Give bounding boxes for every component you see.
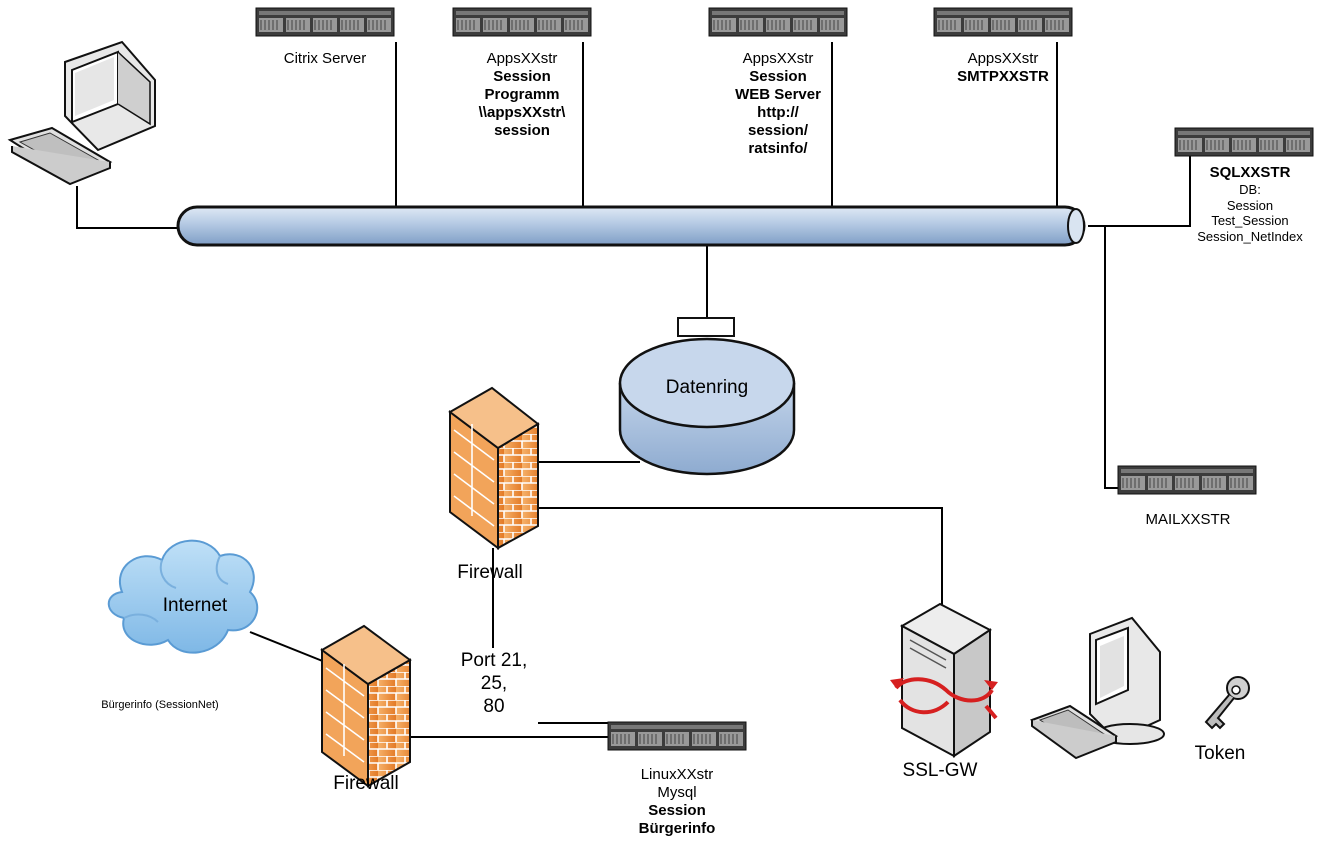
apps-web-server-label: AppsXXstr Session WEB Server http:// ses… <box>735 50 821 157</box>
connection-lines <box>76 42 1191 738</box>
linux-server-label: LinuxXXstr Mysql Session Bürgerinfo <box>638 766 716 837</box>
ssl-gateway-label: SSL-GW <box>902 760 978 781</box>
ssl-gateway-icon <box>890 602 998 758</box>
workstation-icon <box>7 40 156 186</box>
internet-label: Internet <box>162 595 228 616</box>
firewall-icon <box>448 386 540 550</box>
apps-web-server-icon <box>708 7 848 37</box>
apps-smtp-server-icon <box>933 7 1073 37</box>
citrix-server-icon <box>255 7 395 37</box>
apps-smtp-server-label: AppsXXstr SMTPXXSTR <box>957 50 1049 85</box>
linux-server-icon <box>607 721 747 751</box>
citrix-server-label: Citrix Server <box>283 50 367 67</box>
apps-session-server-icon <box>452 7 592 37</box>
firewall-icon <box>320 624 412 788</box>
mail-server-label: MAILXXSTR <box>1145 511 1231 528</box>
datenring-cylinder-icon <box>618 317 796 476</box>
internet-cloud-icon <box>107 539 259 654</box>
datenring-label: Datenring <box>665 377 749 398</box>
network-bus <box>176 205 1086 247</box>
firewall-bottom-label: Firewall <box>333 773 399 794</box>
sql-server-icon <box>1174 127 1314 157</box>
key-token-icon <box>1204 676 1250 730</box>
token-label: Token <box>1194 743 1246 764</box>
mail-server-icon <box>1117 465 1257 495</box>
apps-session-server-label: AppsXXstr Session Programm \\appsXXstr\ … <box>478 50 566 139</box>
buergerinfo-label: Bürgerinfo (SessionNet) <box>101 699 219 711</box>
ports-label: Port 21, 25, 80 <box>460 650 528 717</box>
client-workstation-icon <box>1029 616 1165 760</box>
firewall-top-label: Firewall <box>457 562 523 583</box>
sql-server-label: SQLXXSTR DB: Session Test_Session Sessio… <box>1197 164 1303 244</box>
